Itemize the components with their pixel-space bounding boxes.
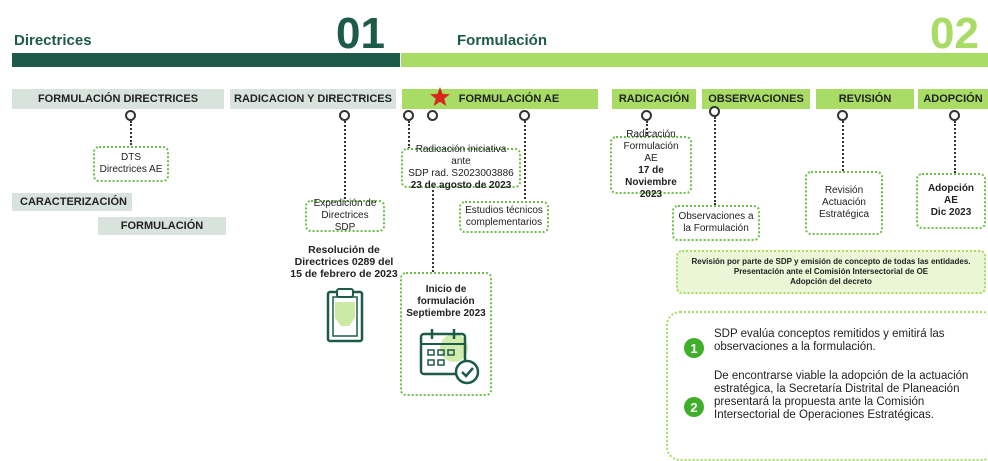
- box-line: SDP rad. S2023003886: [408, 168, 514, 179]
- step-1-number: 1: [684, 338, 704, 358]
- clipboard-icon: [326, 288, 364, 343]
- connector-dot: [403, 110, 414, 121]
- tag-caracterizacion: CARACTERIZACIÓN: [12, 193, 132, 211]
- box-line: formulación: [417, 296, 475, 307]
- stage-formulacion-ae: FORMULACIÓN AE: [402, 89, 598, 109]
- text-line: Resolución de: [308, 244, 380, 256]
- box-line: AE: [944, 195, 958, 206]
- connector-line: [646, 121, 648, 137]
- box-line: la Formulación: [683, 223, 749, 234]
- revision-actuacion-box: Revisión Actuación Estratégica: [805, 171, 883, 235]
- connector-line: [842, 121, 844, 171]
- observaciones-formulacion-box: Observaciones a la Formulación: [672, 205, 760, 241]
- box-line: Septiembre 2023: [406, 308, 486, 319]
- stage-observaciones: OBSERVACIONES: [702, 89, 810, 109]
- connector-line: [344, 121, 346, 199]
- box-line: 23 de agosto de 2023: [410, 180, 512, 191]
- box-line: Noviembre 2023: [625, 177, 677, 200]
- tag-formulacion: FORMULACIÓN: [98, 217, 226, 235]
- box-line: Directrices SDP: [321, 210, 369, 233]
- connector-dot: [125, 110, 136, 121]
- connector-line: [524, 121, 526, 199]
- step-2-text: De encontrarse viable la adopción de la …: [714, 370, 969, 421]
- connector-dot: [709, 106, 720, 117]
- phase-1-bar: [12, 53, 400, 67]
- phase-1-number: 01: [336, 9, 385, 58]
- radicacion-iniciativa-box: Radicación iniciativa ante SDP rad. S202…: [401, 144, 521, 191]
- expedicion-box: Expedición de Directrices SDP: [305, 198, 385, 233]
- box-line: Estudios técnicos: [465, 205, 543, 216]
- connector-line: [954, 121, 956, 173]
- connector-dot: [427, 110, 438, 121]
- box-line: complementarios: [465, 217, 543, 228]
- phase-1-label: Directrices: [14, 32, 92, 49]
- box-line: Actuación: [822, 197, 866, 208]
- step-1-text: SDP evalúa conceptos remitidos y emitirá…: [714, 328, 945, 353]
- box-line: DTS: [121, 152, 141, 163]
- phase-2-label: Formulación: [457, 32, 548, 49]
- box-line: Expedición de: [313, 198, 377, 209]
- connector-dot: [519, 110, 530, 121]
- stage-adopcion: ADOPCIÓN: [918, 89, 988, 109]
- box-line: Dic 2023: [930, 207, 972, 218]
- note-line: Adopción del decreto: [790, 277, 872, 286]
- box-line: Adopción: [927, 183, 975, 194]
- stage-revision: REVISIÓN: [816, 89, 914, 109]
- stage-formulacion-directrices: FORMULACIÓN DIRECTRICES: [12, 89, 224, 109]
- process-note: Revisión por parte de SDP y emisión de c…: [676, 250, 986, 294]
- star-icon: [430, 87, 450, 106]
- dts-box: DTS Directrices AE: [93, 146, 169, 182]
- note-line: Revisión por parte de SDP y emisión de c…: [691, 257, 971, 266]
- phase-2-number: 02: [930, 9, 979, 58]
- phase-2-bar: [401, 53, 988, 67]
- box-line: Formulación AE: [623, 141, 679, 164]
- box-line: Inicio de: [425, 284, 467, 295]
- connector-line: [432, 190, 434, 272]
- box-line: Observaciones a: [678, 211, 754, 222]
- adopcion-ae-box: Adopción AE Dic 2023: [916, 173, 986, 229]
- connector-dot: [339, 110, 350, 121]
- box-line: 17 de: [638, 165, 664, 176]
- connector-dot: [641, 110, 652, 121]
- text-line: Directrices 0289 del: [294, 256, 394, 268]
- box-line: Radicación iniciativa ante: [415, 144, 507, 167]
- connector-line: [408, 121, 410, 149]
- text-line: 15 de febrero de 2023: [290, 268, 398, 280]
- box-line: Revisión: [824, 185, 864, 196]
- step-2-number: 2: [684, 397, 704, 417]
- connector-dot: [949, 110, 960, 121]
- box-line: Directrices AE: [99, 164, 163, 175]
- note-line: Presentación ante el Comisión Intersecto…: [733, 267, 929, 276]
- connector-dot: [837, 110, 848, 121]
- connector-line: [130, 121, 132, 145]
- resolucion-text: Resolución de Directrices 0289 del 15 de…: [282, 244, 406, 280]
- stage-radicacion: RADICACIÓN: [612, 89, 696, 109]
- connector-line: [714, 117, 716, 205]
- estudios-box: Estudios técnicos complementarios: [459, 201, 549, 233]
- box-line: Estratégica: [818, 209, 870, 220]
- stage-radicacion-directrices: RADICACION Y DIRECTRICES: [230, 89, 396, 109]
- calendar-check-icon: [419, 329, 480, 385]
- box-line: Radicación: [626, 129, 676, 140]
- radicacion-formulacion-box: Radicación Formulación AE 17 de Noviembr…: [610, 129, 692, 200]
